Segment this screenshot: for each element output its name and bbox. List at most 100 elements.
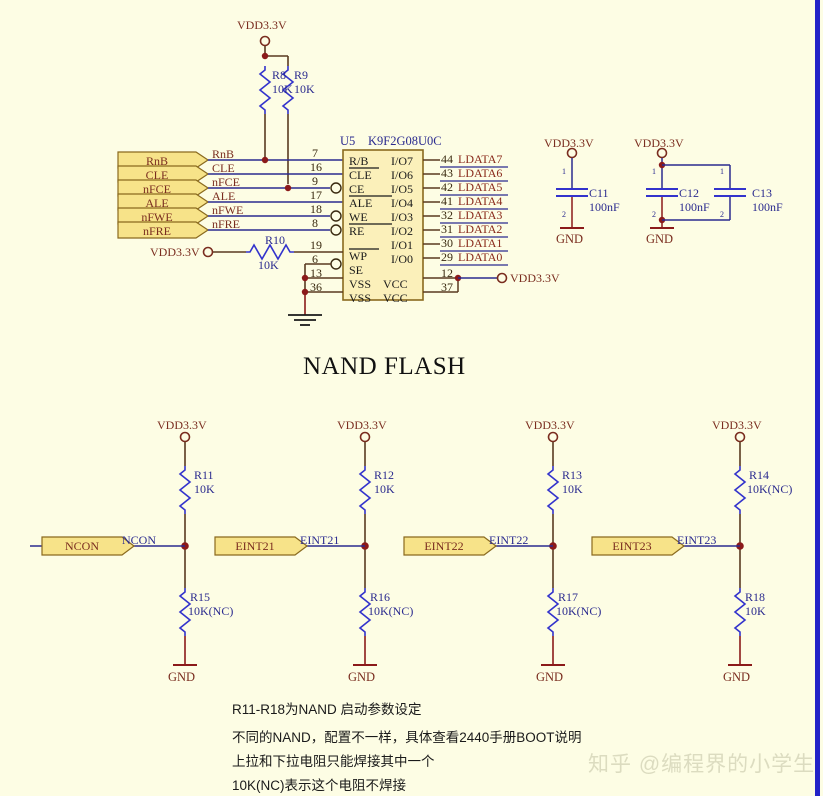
- port-label-nfre[interactable]: nFRE: [142, 224, 171, 238]
- refdes-C11: C11: [589, 186, 609, 200]
- pin-name-we: WE: [349, 210, 368, 224]
- refdes-R8: R8: [272, 68, 287, 82]
- pin-name-io4: I/O4: [391, 196, 413, 210]
- refdes-R15: R15: [190, 590, 211, 604]
- net-label-ldata7: LDATA7: [458, 152, 503, 166]
- cap-pin2-c13: 2: [720, 210, 724, 219]
- note-line-3: 上拉和下拉电阻只能焊接其中一个: [232, 754, 435, 769]
- inversion-bubble: [330, 210, 342, 222]
- junction-dot: [301, 274, 309, 282]
- junction-dot: [261, 52, 269, 60]
- page-right-border: [815, 0, 820, 796]
- net-label-ldata4: LDATA4: [458, 194, 503, 208]
- pin-name-se: SE: [349, 263, 364, 277]
- pin-number-43: 43: [441, 166, 453, 180]
- supply-label-vcc: VDD3.3V: [510, 271, 560, 285]
- gnd-label-c11: GND: [556, 232, 584, 246]
- pin-number-41: 41: [441, 194, 453, 208]
- port-label-ale[interactable]: ALE: [145, 196, 169, 210]
- value-R8: 10K: [272, 82, 293, 96]
- value-C11: 100nF: [589, 200, 620, 214]
- value-R17: 10K(NC): [556, 604, 602, 618]
- net-label-eint21: EINT21: [300, 533, 340, 547]
- net-label-ale: ALE: [212, 189, 236, 203]
- value-C13: 100nF: [752, 200, 783, 214]
- value-R13: 10K: [562, 482, 583, 496]
- pin-number-13: 13: [310, 266, 322, 280]
- pin-number-36: 36: [310, 280, 322, 294]
- value-R11: 10K: [194, 482, 215, 496]
- pin-number-19: 19: [310, 238, 322, 252]
- port-label-cle[interactable]: CLE: [145, 168, 169, 182]
- inversion-bubble: [330, 224, 342, 236]
- port-label-eint21[interactable]: EINT21: [235, 539, 275, 553]
- supply-label-col3: VDD3.3V: [525, 418, 575, 432]
- pin-name-vss-36: VSS: [349, 291, 372, 305]
- net-label-ldata6: LDATA6: [458, 166, 503, 180]
- note-line-2: 不同的NAND，配置不一样，具体查看2440手册BOOT说明: [232, 730, 582, 745]
- pin-number-9: 9: [312, 174, 318, 188]
- supply-pin-top: [259, 35, 271, 47]
- value-C12: 100nF: [679, 200, 710, 214]
- port-label-eint23[interactable]: EINT23: [612, 539, 652, 553]
- pin-number-7: 7: [312, 146, 318, 160]
- note-line-1: R11-R18为NAND 启动参数设定: [232, 702, 422, 717]
- pin-number-16: 16: [310, 160, 322, 174]
- refdes-R17: R17: [558, 590, 579, 604]
- page-title: NAND FLASH: [303, 353, 466, 380]
- port-box-ncon: [41, 536, 135, 556]
- port-box-group-top: [117, 151, 210, 239]
- pin-number-29: 29: [441, 250, 453, 264]
- supply-label-col4: VDD3.3V: [712, 418, 762, 432]
- port-label-eint22[interactable]: EINT22: [424, 539, 464, 553]
- value-R14: 10K(NC): [747, 482, 793, 496]
- pin-name-wp: WP: [349, 249, 367, 263]
- value-R18: 10K: [745, 604, 766, 618]
- cap-pin2-c12: 2: [652, 210, 656, 219]
- refdes-R12: R12: [374, 468, 395, 482]
- port-label-ncon[interactable]: NCON: [64, 539, 99, 553]
- port-box-eint21: [214, 536, 308, 556]
- pin-name-io2: I/O2: [391, 224, 413, 238]
- pin-name-io5: I/O5: [391, 182, 413, 196]
- junction-dot: [284, 184, 292, 192]
- gnd-label-col2: GND: [348, 670, 376, 684]
- net-label-ldata1: LDATA1: [458, 236, 503, 250]
- ic-refdes: U5: [340, 134, 356, 148]
- gnd-symbol-ic: [288, 314, 322, 326]
- supply-pin-c11: [566, 147, 578, 159]
- pin-name-ce: CE: [349, 182, 365, 196]
- port-label-rnb[interactable]: RnB: [145, 154, 168, 168]
- value-R10: 10K: [258, 258, 279, 272]
- port-label-nfce[interactable]: nFCE: [142, 182, 171, 196]
- net-label-ldata0: LDATA0: [458, 250, 503, 264]
- supply-pin-boot: [547, 431, 559, 443]
- refdes-C12: C12: [679, 186, 700, 200]
- pin-name-io3: I/O3: [391, 210, 413, 224]
- value-R12: 10K: [374, 482, 395, 496]
- pin-number-8: 8: [312, 216, 318, 230]
- supply-pin-boot: [359, 431, 371, 443]
- pin-name-vcc-12: VCC: [383, 277, 408, 291]
- supply-pin-boot: [179, 431, 191, 443]
- port-label-nfwe[interactable]: nFWE: [141, 210, 173, 224]
- net-label-nfre: nFRE: [212, 217, 241, 231]
- note-line-4: 10K(NC)表示这个电阻不焊接: [232, 778, 407, 793]
- resistor-R18: [734, 587, 746, 637]
- supply-label-c12: VDD3.3V: [634, 136, 684, 150]
- pin-name-cle: CLE: [349, 168, 372, 182]
- cap-pin1-c13: 1: [720, 167, 724, 176]
- cap-pin2-c11: 2: [562, 210, 566, 219]
- net-label-ncon: NCON: [122, 533, 157, 547]
- pin-number-18: 18: [310, 202, 322, 216]
- gnd-label-c12: GND: [646, 232, 674, 246]
- refdes-R16: R16: [370, 590, 391, 604]
- net-label-eint23: EINT23: [677, 533, 717, 547]
- pin-number-12: 12: [441, 266, 453, 280]
- pin-name-io0: I/O0: [391, 252, 413, 266]
- pin-name-vcc-37: VCC: [383, 291, 408, 305]
- port-box-eint23: [591, 536, 685, 556]
- resistor-R8: [259, 65, 271, 115]
- resistor-R10: [246, 243, 294, 261]
